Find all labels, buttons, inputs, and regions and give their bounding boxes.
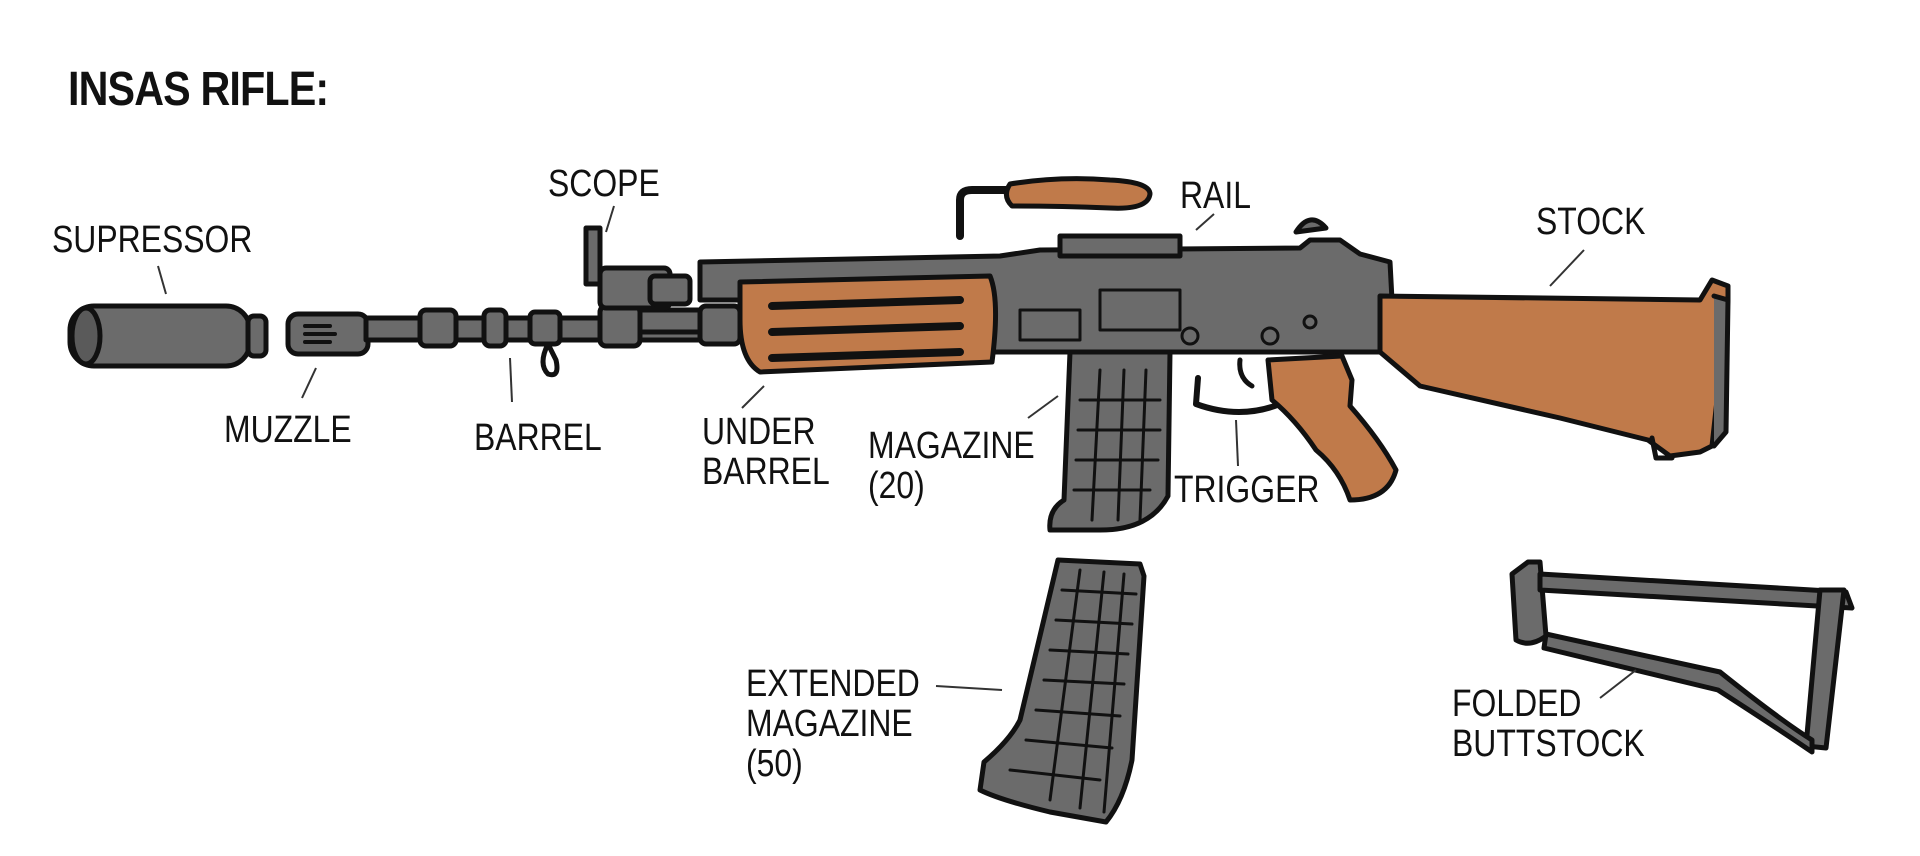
- label-line: MUZZLE: [224, 409, 352, 451]
- label-line: MAGAZINE: [868, 425, 1035, 467]
- under-barrel-part: [737, 273, 999, 375]
- label-line: MAGAZINE: [746, 703, 913, 745]
- label-line: BARREL: [702, 451, 830, 493]
- label-line: SCOPE: [548, 163, 660, 205]
- label-supressor: SUPRESSOR: [52, 220, 252, 260]
- extended-magazine-part: [977, 557, 1147, 825]
- label-under-barrel: UNDER BARREL: [702, 412, 830, 492]
- scope-part: [583, 225, 693, 311]
- label-barrel: BARREL: [474, 418, 602, 458]
- supressor-part: [67, 303, 269, 369]
- folded-buttstock-part: [1509, 559, 1855, 755]
- stock-part: [1377, 277, 1731, 461]
- magazine-20-part: [1047, 349, 1173, 533]
- label-scope: SCOPE: [548, 164, 660, 204]
- carry-handle-part: [956, 176, 1153, 240]
- trigger-part: [1193, 357, 1283, 415]
- label-line: RAIL: [1180, 175, 1251, 217]
- label-line: SUPRESSOR: [52, 219, 253, 261]
- leader-lines: [157, 205, 1637, 699]
- label-line: UNDER: [702, 411, 816, 453]
- diagram-title: INSAS RIFLE:: [68, 63, 329, 116]
- label-muzzle: MUZZLE: [224, 410, 352, 450]
- muzzle-part: [285, 311, 371, 357]
- label-trigger: TRIGGER: [1174, 470, 1319, 510]
- label-line: (50): [746, 743, 803, 785]
- label-line: TRIGGER: [1174, 469, 1320, 511]
- barrel-part: [363, 303, 743, 378]
- label-line: EXTENDED: [746, 663, 920, 705]
- label-extended-magazine: EXTENDED MAGAZINE (50): [746, 664, 920, 784]
- label-line: BUTTSTOCK: [1452, 723, 1645, 765]
- label-rail: RAIL: [1180, 176, 1251, 216]
- pistol-grip-part: [1265, 353, 1399, 503]
- label-magazine-20: MAGAZINE (20): [868, 426, 1035, 506]
- label-line: (20): [868, 465, 925, 507]
- label-folded-buttstock: FOLDED BUTTSTOCK: [1452, 684, 1645, 764]
- label-line: FOLDED: [1452, 683, 1582, 725]
- label-stock: STOCK: [1536, 202, 1645, 242]
- label-line: STOCK: [1536, 201, 1646, 243]
- label-line: BARREL: [474, 417, 602, 459]
